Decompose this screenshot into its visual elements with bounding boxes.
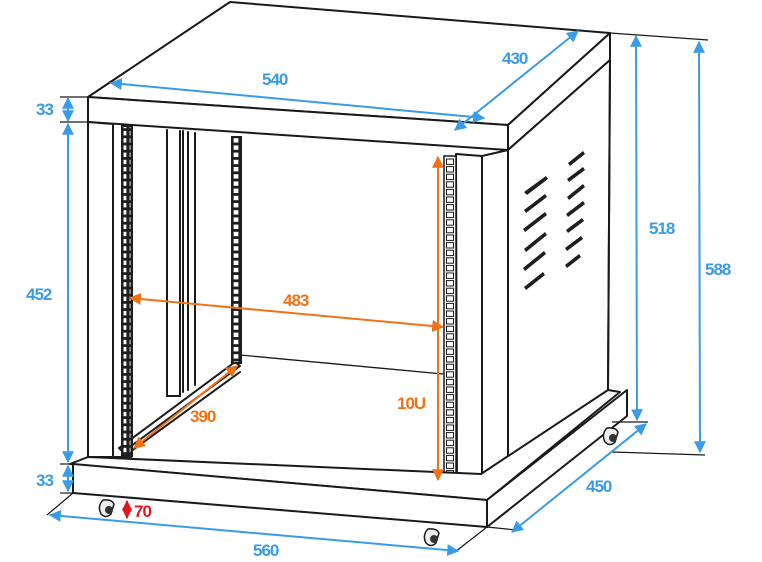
top-depth-label: 430 [502, 49, 528, 68]
rack-units-label: 10U [397, 394, 426, 413]
right-side-panel [480, 59, 611, 495]
dimension-top-panel-height: 33 [36, 96, 74, 123]
dimension-base-height: 33 [36, 464, 74, 493]
dimension-rack-units: 10U [397, 155, 444, 482]
side-vents [523, 151, 585, 290]
base-width-label: 560 [253, 541, 279, 560]
dimension-side-height: 452 [26, 122, 74, 464]
dimension-base-width: 560 [48, 509, 460, 560]
dimension-base-depth: 450 [511, 423, 647, 533]
body-height-label: 518 [649, 219, 675, 238]
right-front-column [455, 149, 509, 495]
total-height-label: 588 [705, 260, 731, 279]
dimension-top-depth: 430 [454, 30, 579, 131]
rack-rail-front-left [121, 125, 133, 457]
dimension-rack-width: 483 [128, 291, 445, 332]
top-panel-height-label: 33 [36, 100, 53, 119]
caster-height-label: 70 [134, 502, 151, 521]
dimension-total-height: 588 [693, 40, 732, 454]
caster-rear-right [602, 427, 619, 446]
caster-front-right [423, 528, 440, 547]
top-width-label: 540 [262, 70, 288, 89]
side-height-label: 452 [26, 285, 52, 304]
dimension-caster-height: 70 [122, 500, 152, 521]
base-depth-label: 450 [586, 477, 612, 496]
rack-rail-front-right [443, 155, 457, 492]
rack-width-label: 483 [283, 291, 309, 310]
cabinet-front [87, 121, 444, 458]
rack-depth-label: 390 [190, 407, 216, 426]
dimension-body-height: 518 [630, 34, 676, 422]
dimension-top-width: 540 [109, 70, 486, 123]
dimension-rack-depth: 390 [133, 365, 238, 449]
caster-front-left [98, 499, 115, 518]
rack-rail-rear-left [231, 136, 242, 364]
base-height-label: 33 [36, 471, 53, 490]
